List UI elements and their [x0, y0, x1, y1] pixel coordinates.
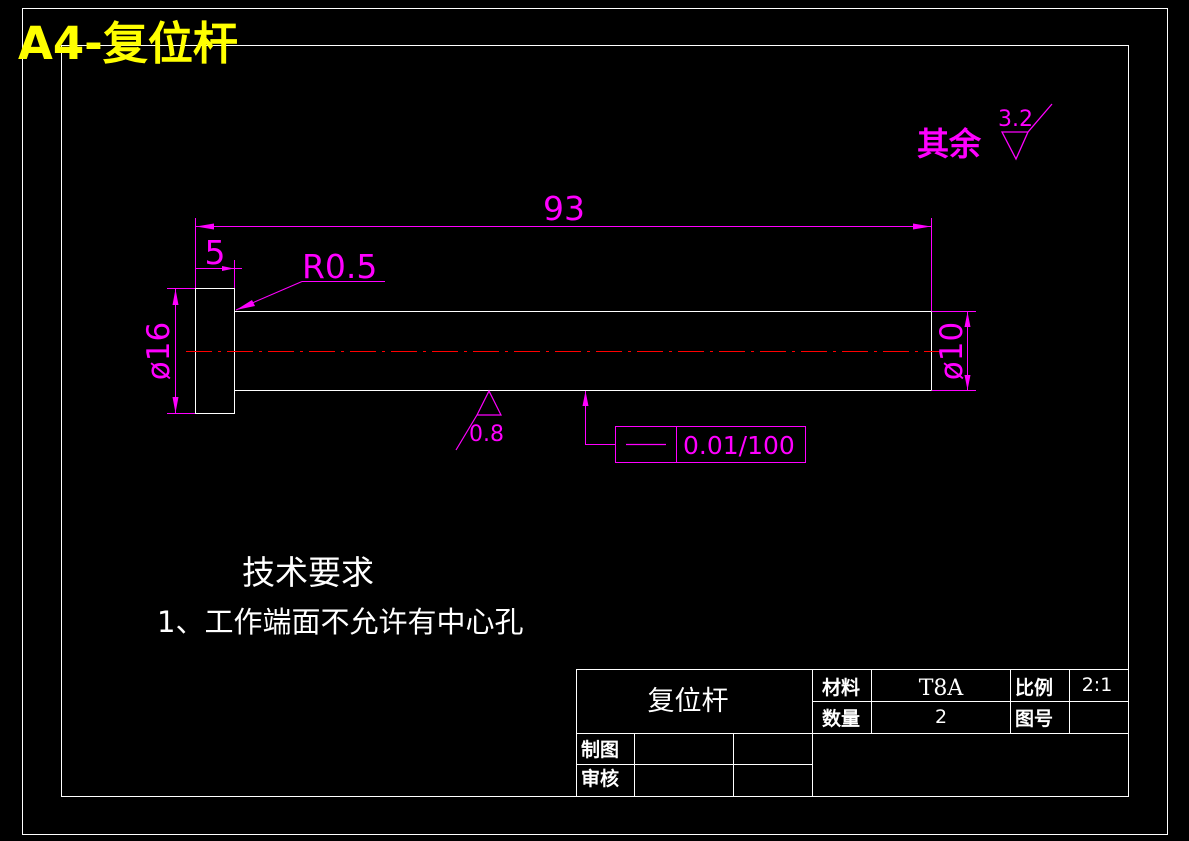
- arrow-icon: [236, 300, 255, 310]
- dim-shaft-diameter: ø10: [932, 311, 976, 391]
- dim-fillet-radius: R0.5: [235, 247, 385, 311]
- title-block: 复位杆 材料 T8A 比例 2:1 数量 2 图号 制图 审核: [576, 669, 1129, 797]
- roughness-symbol-icon: [455, 389, 502, 451]
- geometric-tolerance: 0.01/100: [582, 391, 806, 463]
- title-block-drawing-no-label: 图号: [1015, 708, 1053, 730]
- arrow-left-icon: [196, 223, 214, 230]
- tech-requirements: 技术要求 1、工作端面不允许有中心孔: [157, 553, 523, 639]
- title-block-material-label: 材料: [822, 676, 860, 699]
- title-block-scale-value: 2:1: [1082, 674, 1113, 696]
- title-block-quantity-value: 2: [935, 706, 947, 728]
- dim-overall-length-value: 93: [543, 189, 585, 228]
- shaft-roughness: 0.8: [455, 389, 504, 451]
- title-block-part-name: 复位杆: [648, 686, 729, 717]
- sheet-title: A4-复位杆: [18, 17, 238, 70]
- tolerance-frame: [615, 426, 806, 463]
- tolerance-value: 0.01/100: [683, 431, 795, 460]
- dim-head-diameter-value: ø16: [141, 322, 177, 380]
- title-block-drawn-label: 制图: [581, 738, 619, 761]
- surface-roughness-note: 其余 3.2: [917, 103, 1053, 163]
- shaft-roughness-value: 0.8: [469, 422, 504, 447]
- roughness-symbol-icon: [1000, 103, 1053, 161]
- title-block-quantity-label: 数量: [822, 707, 860, 730]
- title-block-scale-label: 比例: [1015, 676, 1053, 699]
- arrow-up-icon: [172, 289, 179, 305]
- title-block-checked-label: 审核: [581, 767, 619, 790]
- surface-note-label: 其余: [917, 125, 982, 163]
- title-block-material-value: T8A: [919, 676, 965, 701]
- arrow-right-icon: [913, 223, 931, 230]
- tech-requirement-item: 1、工作端面不允许有中心孔: [157, 605, 523, 639]
- outer-sheet-border: [22, 8, 1168, 835]
- dim-fillet-radius-value: R0.5: [302, 247, 377, 286]
- arrow-down-icon: [964, 375, 971, 390]
- dim-head-length-value: 5: [205, 233, 226, 272]
- dim-head-length: 5: [196, 233, 242, 288]
- arrow-right-icon: [222, 266, 234, 271]
- dim-head-diameter: ø16: [141, 288, 195, 414]
- surface-note-roughness-value: 3.2: [998, 107, 1033, 132]
- arrow-up-icon: [582, 391, 589, 406]
- tech-requirements-heading: 技术要求: [242, 553, 374, 592]
- dim-overall-length: 93: [195, 189, 932, 311]
- arrow-down-icon: [172, 397, 179, 413]
- dim-shaft-diameter-value: ø10: [934, 322, 970, 380]
- arrow-up-icon: [964, 312, 971, 327]
